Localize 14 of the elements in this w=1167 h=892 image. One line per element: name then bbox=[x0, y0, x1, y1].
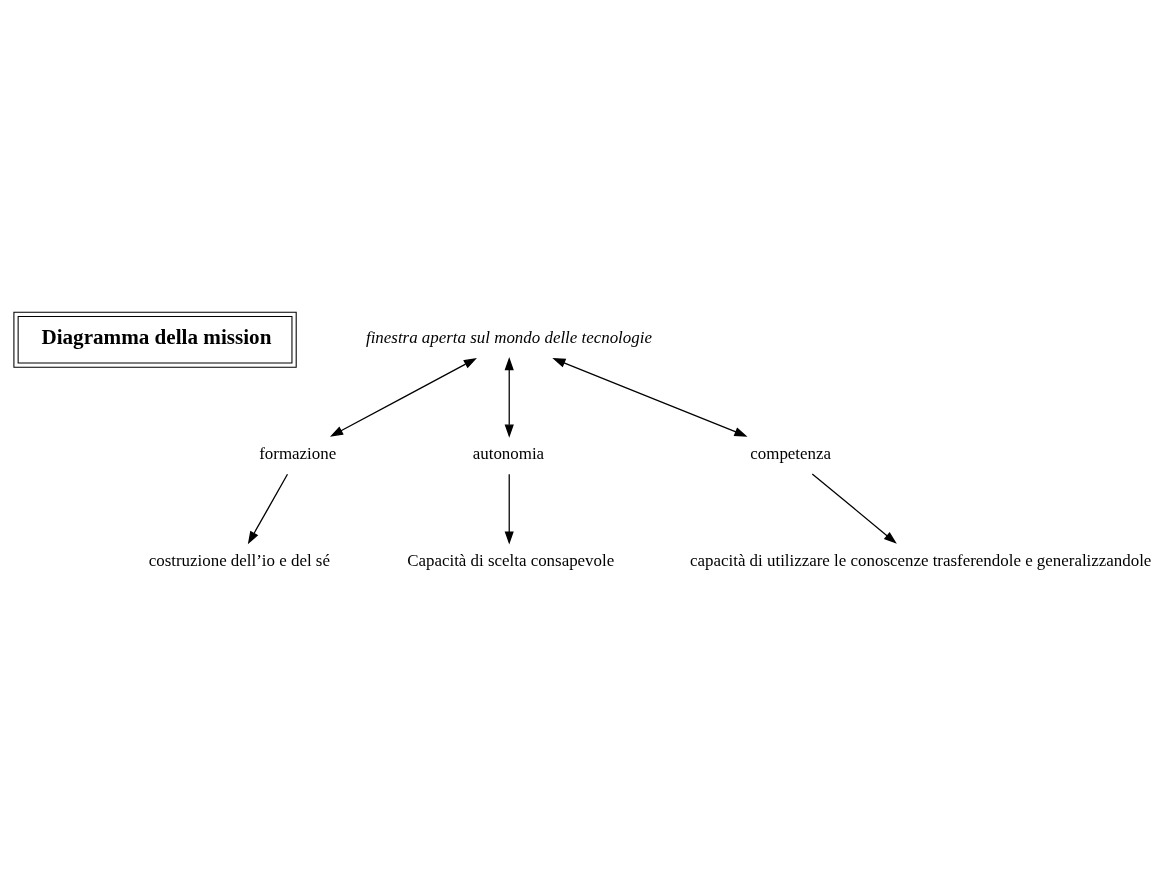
node-text: costruzione dell’io e del sé bbox=[148, 550, 330, 570]
arrow bbox=[811, 472, 897, 544]
node-text: capacità di utilizzare le conoscenze trasferendole e generalizzandole bbox=[690, 550, 1152, 570]
arrow bbox=[329, 357, 477, 437]
arrow bbox=[504, 473, 514, 545]
node-text: autonomia bbox=[472, 443, 545, 463]
node-text: competenza bbox=[750, 443, 832, 463]
arrow bbox=[552, 357, 748, 437]
node-text: Capacità di scelta consapevole bbox=[407, 550, 615, 570]
arrow bbox=[247, 473, 289, 544]
node-text: finestra aperta sul mondo delle tecnologie bbox=[365, 327, 652, 347]
node-box: Diagramma della mission bbox=[13, 311, 297, 368]
arrow bbox=[504, 356, 514, 438]
node-text: formazione bbox=[259, 443, 337, 463]
